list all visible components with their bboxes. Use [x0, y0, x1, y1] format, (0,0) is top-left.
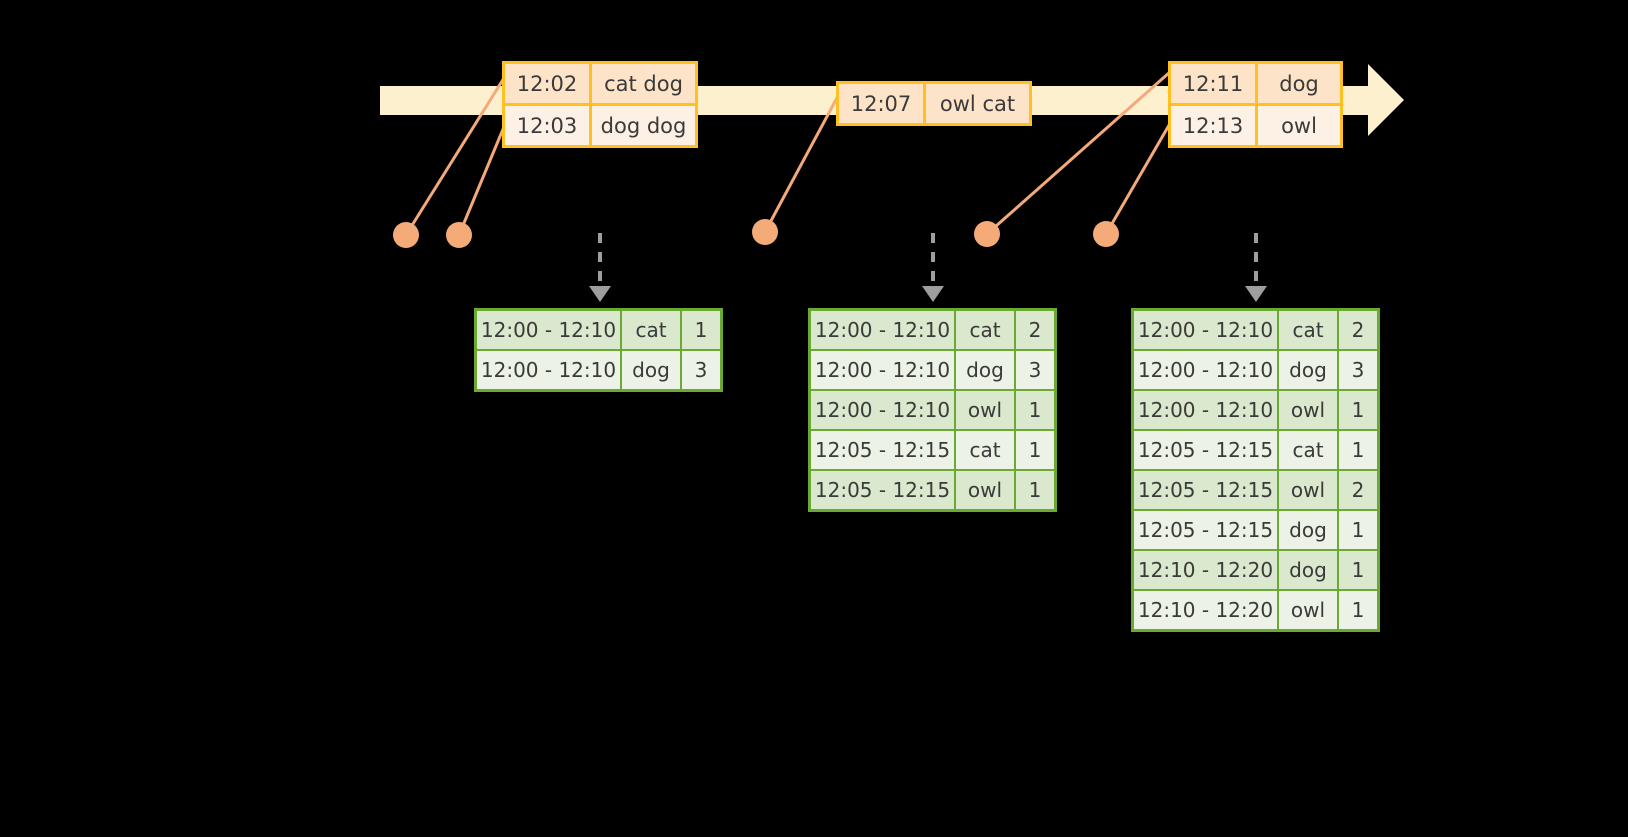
count-cell: 1	[1014, 391, 1054, 429]
event-words: dog dog	[589, 106, 695, 145]
window-cell: 12:05 - 12:15	[1134, 471, 1277, 509]
event-words: cat dog	[589, 64, 695, 103]
word-cell: owl	[1277, 591, 1337, 629]
window-cell: 12:00 - 12:10	[1134, 391, 1277, 429]
window-cell: 12:00 - 12:10	[811, 311, 954, 349]
connector-dot-1	[446, 222, 472, 248]
word-cell: owl	[1277, 391, 1337, 429]
flow-arrow-1	[922, 286, 944, 302]
count-cell: 1	[1337, 511, 1377, 549]
count-cell: 1	[1014, 431, 1054, 469]
event-words: owl	[1255, 106, 1340, 145]
word-cell: owl	[954, 391, 1014, 429]
window-cell: 12:10 - 12:20	[1134, 591, 1277, 629]
window-cell: 12:05 - 12:15	[1134, 511, 1277, 549]
count-cell: 2	[1337, 311, 1377, 349]
event-words: dog	[1255, 64, 1340, 103]
window-cell: 12:05 - 12:15	[1134, 431, 1277, 469]
arrow-right-icon	[1368, 64, 1404, 136]
connector-line	[1104, 119, 1174, 235]
word-cell: dog	[1277, 511, 1337, 549]
event-time: 12:07	[839, 84, 923, 123]
count-cell: 2	[1337, 471, 1377, 509]
word-cell: cat	[954, 431, 1014, 469]
window-cell: 12:10 - 12:20	[1134, 551, 1277, 589]
word-cell: cat	[954, 311, 1014, 349]
count-cell: 1	[680, 311, 720, 349]
count-cell: 1	[1337, 591, 1377, 629]
count-cell: 3	[1337, 351, 1377, 389]
count-cell: 3	[680, 351, 720, 389]
event-time: 12:11	[1171, 64, 1255, 103]
event-time: 12:02	[505, 64, 589, 103]
count-cell: 2	[1014, 311, 1054, 349]
count-cell: 1	[1337, 391, 1377, 429]
window-cell: 12:00 - 12:10	[477, 311, 620, 349]
window-cell: 12:00 - 12:10	[1134, 311, 1277, 349]
word-cell: cat	[1277, 311, 1337, 349]
count-cell: 1	[1337, 551, 1377, 589]
count-cell: 1	[1014, 471, 1054, 509]
word-cell: dog	[620, 351, 680, 389]
connector-dot-2	[752, 219, 778, 245]
window-cell: 12:00 - 12:10	[1134, 351, 1277, 389]
event-time: 12:13	[1171, 106, 1255, 145]
event-time: 12:03	[505, 106, 589, 145]
window-cell: 12:05 - 12:15	[811, 431, 954, 469]
flow-arrow-2	[1245, 286, 1267, 302]
window-cell: 12:00 - 12:10	[811, 351, 954, 389]
count-cell: 1	[1337, 431, 1377, 469]
word-cell: dog	[954, 351, 1014, 389]
window-cell: 12:05 - 12:15	[811, 471, 954, 509]
connector-dot-0	[393, 222, 419, 248]
connector-dot-3	[974, 221, 1000, 247]
word-cell: cat	[1277, 431, 1337, 469]
connector-line	[763, 95, 840, 233]
count-cell: 3	[1014, 351, 1054, 389]
flow-arrow-0	[589, 286, 611, 302]
word-cell: owl	[1277, 471, 1337, 509]
word-cell: dog	[1277, 551, 1337, 589]
window-cell: 12:00 - 12:10	[811, 391, 954, 429]
word-cell: owl	[954, 471, 1014, 509]
word-cell: cat	[620, 311, 680, 349]
word-cell: dog	[1277, 351, 1337, 389]
window-cell: 12:00 - 12:10	[477, 351, 620, 389]
connector-line	[457, 121, 508, 236]
connector-dot-4	[1093, 221, 1119, 247]
event-words: owl cat	[923, 84, 1029, 123]
